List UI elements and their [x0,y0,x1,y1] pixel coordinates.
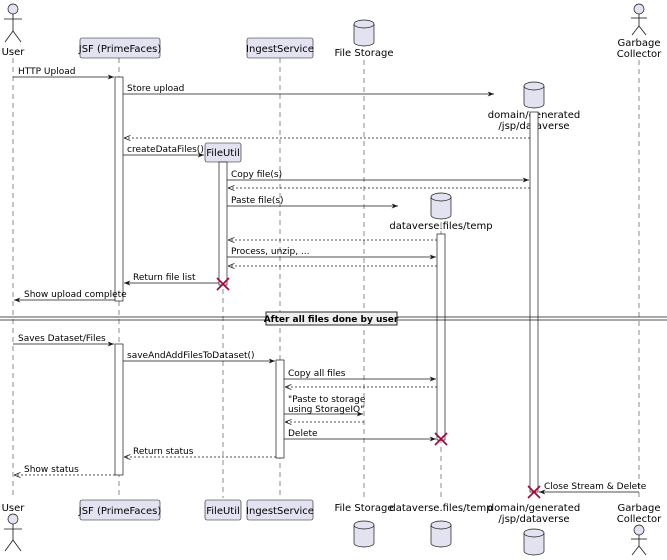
actor-gc-top: Garbage Collector [617,3,662,60]
database-filestorage-top: File Storage [334,19,394,59]
participant-gc-label-2: Collector [617,49,662,60]
message-process: Process, unzip, ... [231,247,310,257]
participant-fileutil-label-bottom: FileUtil [206,506,240,517]
divider-label: After all files done by user [264,315,399,325]
participant-ingest-bottom: IngestService [246,499,314,521]
activation-ingest [275,359,285,459]
participant-ingest-label-bottom: IngestService [246,506,314,517]
message-return-status: Return status [133,447,194,457]
database-temp-bottom: dataverse.files/temp [389,503,493,548]
activation-temp [436,233,446,441]
participant-jsf-label-bottom: JSF (PrimeFaces) [78,506,162,517]
actor-gc-bottom: Garbage Collector [617,503,662,556]
message-save-and-add: saveAndAddFilesToDataset() [127,351,255,361]
participant-user-label-bottom: User [2,503,26,514]
database-temp-created: dataverse.files/temp [389,192,493,232]
message-copy-files: Copy file(s) [231,170,282,180]
participant-generated-label-bottom-2: /jsp/dataverse [498,514,569,525]
participant-gc-label-bottom-1: Garbage [618,503,661,514]
participant-filestorage-label-bottom: File Storage [334,503,393,514]
actor-user-bottom: User [2,503,26,552]
message-http-upload: HTTP Upload [18,67,75,77]
participant-jsf-bottom: JSF (PrimeFaces) [78,499,162,521]
participant-temp-label: dataverse.files/temp [389,221,492,232]
destroy-fileutil-icon [216,277,230,291]
activation-fileutil [218,161,228,286]
participant-fileutil-created: FileUtil [204,142,242,163]
message-close-stream: Close Stream & Delete [544,482,647,492]
participant-ingest-top: IngestService [246,37,314,59]
participant-user-label: User [2,47,26,58]
message-paste-storage-2: using StorageIO" [288,405,364,415]
participant-generated-label-bottom-1: domain/generated [488,503,580,514]
participant-jsf-top: JSF (PrimeFaces) [78,37,162,59]
database-generated-bottom: domain/generated /jsp/dataverse [488,503,580,556]
participant-fileutil-label: FileUtil [206,148,240,159]
message-return-file-list: Return file list [133,273,196,283]
participant-gc-label-bottom-2: Collector [617,514,662,525]
participant-gc-label-1: Garbage [618,38,661,49]
message-show-status: Show status [24,465,79,475]
destroy-temp-icon [434,432,448,446]
actor-user-top: User [2,3,26,58]
participant-temp-label-bottom: dataverse.files/temp [389,503,492,514]
destroy-generated-icon [527,485,541,499]
message-store-upload: Store upload [127,84,184,94]
participant-jsf-label: JSF (PrimeFaces) [78,44,162,55]
message-delete: Delete [288,429,318,439]
divider: After all files done by user [0,311,667,326]
message-paste-files: Paste file(s) [231,196,284,206]
message-copy-all-files: Copy all files [288,369,346,379]
participant-ingest-label: IngestService [246,44,314,55]
message-create-data-files: createDataFiles() [127,145,204,155]
activation-jsf-2 [114,343,124,476]
activation-generated [529,111,539,493]
participant-fileutil-bottom: FileUtil [204,499,242,521]
participant-filestorage-label: File Storage [334,48,393,59]
message-paste-storage-1: "Paste to storage [288,395,366,405]
activation-jsf-1 [114,76,124,302]
database-filestorage-bottom: File Storage [334,503,394,548]
message-show-upload-complete: Show upload complete [24,290,127,300]
message-saves-dataset: Saves Dataset/Files [18,334,106,344]
